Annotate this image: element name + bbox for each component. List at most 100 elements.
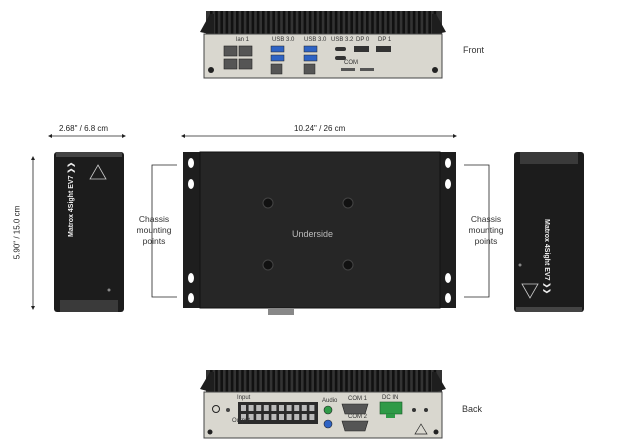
heatsink-fin: [303, 11, 307, 35]
terminal-pin: [256, 405, 262, 411]
heatsink-fin: [407, 11, 411, 35]
back-outputs-label: Output: [232, 418, 251, 424]
front-view: [200, 11, 446, 79]
heatsink-fin: [267, 11, 270, 35]
back-inputs-label: Input: [237, 395, 251, 401]
heatsink-fin: [225, 370, 229, 393]
heatsink-fin: [418, 370, 421, 393]
heatsink-fin: [236, 11, 239, 35]
heatsink-fin: [418, 11, 421, 35]
heatsink-fin: [397, 370, 400, 393]
front-lan-label: lan 1: [236, 37, 250, 43]
front-displayports: [354, 46, 391, 52]
front-usb-c-ports: [335, 47, 346, 60]
audio-jack-blue: [323, 419, 333, 429]
heatsink-fin: [251, 11, 255, 35]
heatsink-fin: [329, 370, 333, 393]
heatsink-fin: [340, 11, 343, 35]
front-usb-b-label: USB 3.0: [304, 37, 327, 43]
front-dp-a-label: DP 0: [356, 37, 370, 43]
heatsink-fin: [366, 11, 369, 35]
heatsink-fin: [392, 370, 395, 393]
heatsink-fin: [282, 370, 286, 393]
heatsink-fin: [350, 11, 353, 35]
terminal-pin: [271, 414, 277, 420]
mounting-points-left: Chassis mounting points: [136, 214, 172, 247]
heatsink-fin: [423, 370, 426, 393]
heatsink-fin: [288, 370, 291, 393]
heatsink-fin: [272, 370, 275, 393]
back-view-label: Back: [462, 404, 483, 414]
heatsink-fin: [428, 11, 431, 35]
power-button: [212, 405, 220, 413]
mounting-right-line1: Chassis: [470, 214, 502, 224]
heatsink-fin: [308, 370, 312, 393]
mounting-left-line3: points: [142, 236, 166, 246]
heatsink-fin: [293, 370, 296, 393]
heatsink-fin: [241, 11, 244, 35]
front-left-ear: [200, 14, 214, 35]
heatsink-fin: [288, 11, 291, 35]
heatsink-fin: [241, 370, 244, 393]
heatsink-fin: [334, 11, 338, 35]
heatsink-fin: [230, 11, 234, 35]
left-side-view: [54, 152, 124, 312]
heatsink-fin: [220, 370, 223, 393]
heatsink-fin: [381, 11, 385, 35]
mounting-right-line3: points: [474, 236, 498, 246]
terminal-pin: [256, 414, 262, 420]
heatsink-fin: [386, 370, 390, 393]
height-dimension: 5.90" / 15.0 cm: [12, 205, 22, 260]
heatsink-fin: [262, 11, 265, 35]
back-serial-top-label: COM 1: [348, 396, 368, 402]
audio-jack-green: [323, 405, 333, 415]
heatsink-fin: [360, 11, 364, 35]
heatsink-fin: [236, 370, 239, 393]
heatsink-fin: [397, 11, 400, 35]
terminal-pin: [248, 405, 254, 411]
width-dimension: 10.24" / 26 cm: [294, 124, 346, 133]
terminal-pin: [241, 414, 246, 420]
heatsink-fin: [251, 370, 255, 393]
heatsink-fin: [402, 370, 405, 393]
terminal-pin: [279, 405, 284, 411]
underside-view: [183, 151, 456, 315]
underside-view-label: Underside: [292, 229, 334, 239]
heatsink-fin: [329, 11, 333, 35]
heatsink-fin: [381, 370, 385, 393]
terminal-pin: [271, 405, 277, 411]
front-usb-ports-a: [270, 45, 285, 75]
heatsink-fin: [392, 11, 395, 35]
heatsink-fin: [371, 11, 374, 35]
heatsink-fin: [412, 370, 416, 393]
mounting-left-line1: Chassis: [138, 214, 170, 224]
right-side-brand: Matrox 4Sight EV7 ❯❯: [543, 219, 550, 295]
serial-port-top: [341, 403, 369, 415]
back-audio-label: Audio: [322, 398, 338, 404]
heatsink-fin: [407, 370, 411, 393]
back-serial-bottom-label: COM 2: [348, 414, 368, 420]
heatsink-fin: [324, 370, 327, 393]
front-right-ear: [432, 14, 446, 35]
terminal-pin: [294, 405, 300, 411]
mounting-brackets: [151, 164, 490, 298]
power-connector: [379, 401, 403, 415]
heatsink-fin: [282, 11, 286, 35]
heatsink-fin: [423, 11, 426, 35]
heatsink-fin: [298, 370, 301, 393]
front-com-label: COM: [344, 60, 358, 66]
terminal-pin: [263, 414, 269, 420]
mounting-left-line2: mounting: [136, 225, 172, 235]
back-fins: [210, 370, 437, 393]
terminal-pins: [241, 405, 315, 420]
terminal-pin: [301, 405, 307, 411]
heatsink-fin: [298, 11, 301, 35]
terminal-pin: [248, 414, 254, 420]
back-power-label: DC IN: [382, 395, 399, 401]
heatsink-fin: [220, 11, 223, 35]
heatsink-fin: [412, 11, 416, 35]
heatsink-fin: [319, 11, 322, 35]
terminal-pin: [241, 405, 246, 411]
heatsink-fin: [246, 370, 249, 393]
left-side-brand: Matrox 4Sight EV7 ❯❯: [68, 161, 75, 237]
